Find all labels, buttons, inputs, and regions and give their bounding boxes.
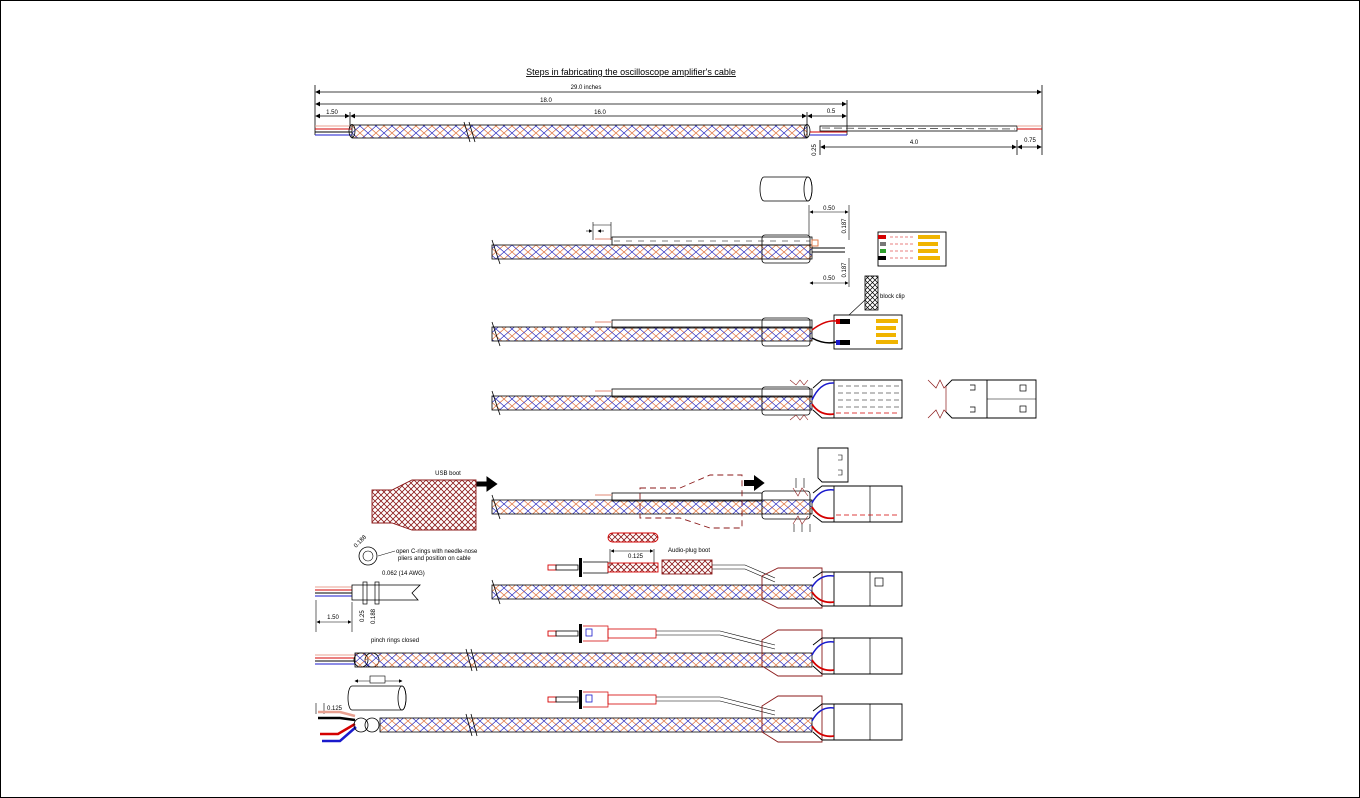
arrow-right-icon <box>476 476 498 492</box>
dim-075-label: 0.75 <box>1024 138 1036 144</box>
ring-note-1: open C-rings with needle-nose <box>396 549 478 555</box>
wire-gauge: 0.062 (14 AWG) <box>382 571 425 577</box>
ring-note-2: pliers and position on cable <box>398 556 471 562</box>
step-3-block-clip: block clip <box>491 275 905 350</box>
dim-bottom-dia: 0.187 <box>842 262 848 278</box>
dim-boot: 0.125 <box>628 554 644 560</box>
usb-boot-label: USB boot <box>435 471 461 477</box>
block-clip-label: block clip <box>880 294 905 300</box>
dim-16-label: 16.0 <box>594 110 606 116</box>
step-7-pinch-rings: pinch rings closed <box>315 624 903 677</box>
step-5-usb-boot: USB boot <box>371 447 903 532</box>
step-2-heatshrink-and-connector: 0.50 0.187 0.50 0.187 <box>491 176 947 287</box>
usb-contact-block <box>877 231 947 267</box>
usb-shell <box>927 379 1037 419</box>
step-1-cable-dimensions: 29.0 inches 18.0 1.50 16.0 0.5 4.0 0.75 <box>314 85 1043 156</box>
step-6-audio-plug-and-rings: Audio-plug boot 0.125 0.188 open C-rings… <box>315 532 903 632</box>
dim-025-label: 0.25 <box>812 144 818 156</box>
step-4-solder-and-shell <box>491 379 1037 421</box>
usb-boot <box>371 479 477 531</box>
usb-shell-half <box>817 447 849 483</box>
dim-05-label: 0.5 <box>827 109 836 115</box>
small-heatshrink <box>607 532 659 543</box>
dim-top-dia: 0.187 <box>842 218 848 234</box>
dim-bottom-len: 0.50 <box>823 276 835 282</box>
c-ring <box>358 546 378 566</box>
audio-boot-label: Audio-plug boot <box>668 548 710 554</box>
pinch-label: pinch rings closed <box>371 638 419 644</box>
arrow-right-icon-2 <box>744 475 765 491</box>
block-clip <box>864 275 879 311</box>
dim-overall-label: 29.0 inches <box>571 85 602 91</box>
braided-cable <box>351 124 808 139</box>
dim-150-b: 1.50 <box>327 615 339 621</box>
dim-top-len: 0.50 <box>823 206 835 212</box>
audio-plug-boot <box>661 559 713 575</box>
step-8-final-assembly: 0.125 <box>315 675 903 743</box>
dim-wire: 0.125 <box>327 706 343 712</box>
dim-150-label: 1.50 <box>326 110 338 116</box>
diagram-title: Steps in fabricating the oscilloscope am… <box>526 67 736 77</box>
dim-4-label: 4.0 <box>910 140 919 146</box>
dim-025-b: 0.25 <box>360 610 366 622</box>
dim-18-label: 18.0 <box>540 98 552 104</box>
dim-0188: 0.188 <box>371 608 377 624</box>
